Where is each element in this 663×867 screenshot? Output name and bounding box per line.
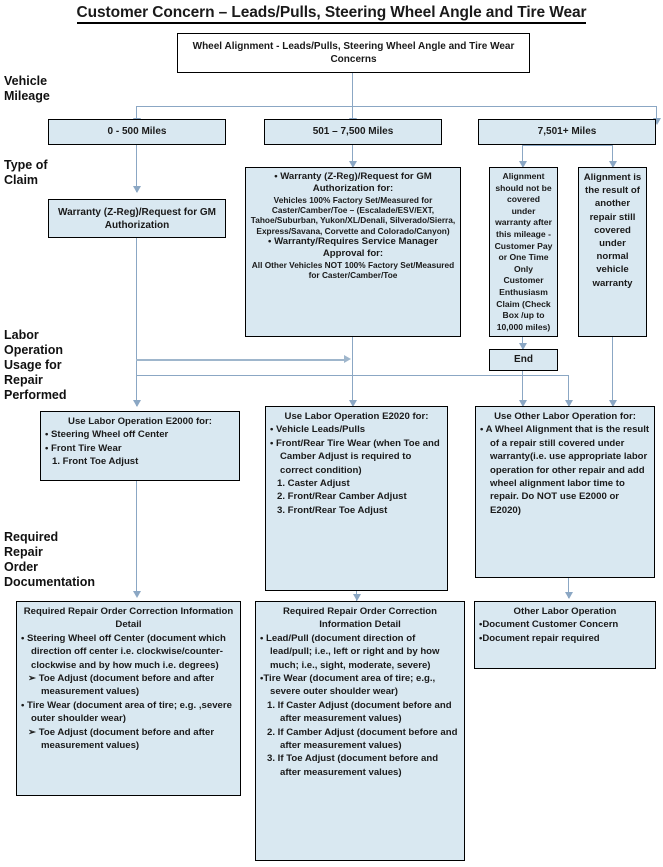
labor-box-e2020[interactable]: Use Labor Operation E2020 for: • Vehicle… <box>265 406 448 591</box>
connector-other-to-doc <box>568 578 569 598</box>
labor-e2000-heading: Use Labor Operation E2000 for: <box>68 416 212 427</box>
connector-left-trunk <box>136 238 137 406</box>
doc-left-heading: Required Repair Order Correction Informa… <box>23 606 234 631</box>
connector-mid-to-e2020 <box>352 337 353 406</box>
start-box-text: Wheel Alignment - Leads/Pulls, Steering … <box>192 41 515 65</box>
connector-mileage-bus <box>136 106 656 107</box>
connector-high-bus <box>522 145 612 146</box>
end-label: End <box>514 354 533 366</box>
doc-left-item-0: • Steering Wheel off Center (document wh… <box>21 632 226 671</box>
connector-low-to-claim <box>136 145 137 192</box>
arrowhead-to-high <box>653 118 661 125</box>
labor-box-e2000[interactable]: Use Labor Operation E2000 for: • Steerin… <box>40 411 240 481</box>
labor-box-other[interactable]: Use Other Labor Operation for: • A Wheel… <box>475 406 655 578</box>
arrowhead-e2020-down <box>349 400 357 407</box>
labor-other-heading: Use Other Labor Operation for: <box>494 411 636 422</box>
claim-low-text: Warranty (Z-Reg)/Request for GM Authoriz… <box>58 206 216 231</box>
page-title-text: Customer Concern – Leads/Pulls, Steering… <box>76 4 587 24</box>
arrowhead-high-b <box>609 161 617 168</box>
claim-high-b-text: Alignment is the result of another repai… <box>583 172 642 289</box>
claim-high-a-text: Alignment should not be covered under wa… <box>494 171 553 332</box>
doc-left-item-1: ➢ Toe Adjust (document before and after … <box>28 673 215 698</box>
row-label-required-documentation: Required Repair Order Documentation <box>4 530 95 589</box>
claim-mid-detail1: Vehicles 100% Factory Set/Measured for C… <box>250 194 456 236</box>
claim-box-low[interactable]: Warranty (Z-Reg)/Request for GM Authoriz… <box>48 199 226 238</box>
connector-highb-to-other <box>612 337 613 406</box>
doc-mid-item-3: 2. If Camber Adjust (document before and… <box>267 726 458 752</box>
arrowhead-doc-left <box>133 591 141 598</box>
connector-end-to-other <box>522 371 523 406</box>
end-box[interactable]: End <box>489 349 558 371</box>
row-label-vehicle-mileage: Vehicle Mileage <box>4 74 50 103</box>
connector-high-to-a <box>522 145 523 167</box>
doc-left-item-3: ➢ Toe Adjust (document before and after … <box>28 726 215 752</box>
claim-box-high-a[interactable]: Alignment should not be covered under wa… <box>489 167 558 337</box>
claim-box-high-b[interactable]: Alignment is the result of another repai… <box>578 167 647 337</box>
labor-e2020-item-0: • Vehicle Leads/Pulls <box>270 424 366 436</box>
labor-e2020-item-2: 1. Caster Adjust <box>277 478 350 490</box>
arrowhead-doc-mid <box>353 594 361 601</box>
doc-right-item-0: •Document Customer Concern <box>479 619 619 631</box>
doc-right-heading: Other Labor Operation <box>513 606 617 617</box>
labor-e2000-item-0: • Steering Wheel off Center <box>45 429 169 441</box>
connector-e2000-to-doc <box>136 481 137 596</box>
mileage-low-label: 0 - 500 Miles <box>107 126 167 138</box>
claim-mid-detail2: All Other Vehicles NOT 100% Factory Set/… <box>251 259 455 281</box>
labor-e2020-item-1: • Front/Rear Tire Wear (when Toe and Cam… <box>270 437 440 476</box>
mileage-high-label: 7,501+ Miles <box>537 126 597 138</box>
arrowhead-other-b <box>519 400 527 407</box>
doc-right-item-1: •Document repair required <box>479 632 600 644</box>
doc-mid-item-0: • Lead/Pull (document direction of lead/… <box>260 632 440 671</box>
arrowhead-mid-claim <box>349 161 357 168</box>
arrowhead-high-a <box>519 161 527 168</box>
connector-left-to-e2020 <box>136 359 344 361</box>
mileage-box-mid[interactable]: 501 – 7,500 Miles <box>264 119 442 145</box>
doc-mid-item-1: •Tire Wear (document area of tire; e.g.,… <box>260 673 436 698</box>
mileage-box-low[interactable]: 0 - 500 Miles <box>48 119 226 145</box>
arrowhead-e2000 <box>133 400 141 407</box>
doc-mid-heading: Required Repair Order Correction Informa… <box>282 606 438 631</box>
claim-box-mid[interactable]: • Warranty (Z-Reg)/Request for GM Author… <box>245 167 461 337</box>
start-box: Wheel Alignment - Leads/Pulls, Steering … <box>177 33 530 73</box>
doc-box-right[interactable]: Other Labor Operation •Document Customer… <box>474 601 656 669</box>
connector-mid-to-claim <box>352 145 353 167</box>
arrowhead-low-claim <box>133 186 141 193</box>
doc-box-middle[interactable]: Required Repair Order Correction Informa… <box>255 601 465 861</box>
arrowhead-end <box>519 343 527 350</box>
connector-to-mid <box>352 106 353 120</box>
labor-e2020-heading: Use Labor Operation E2020 for: <box>284 411 429 422</box>
mileage-box-high[interactable]: 7,501+ Miles <box>478 119 656 145</box>
connector-start-down <box>352 73 353 106</box>
arrowhead-doc-right <box>565 592 573 599</box>
connector-to-low <box>136 106 137 120</box>
connector-to-high <box>656 106 657 120</box>
arrowhead-other-c <box>609 400 617 407</box>
labor-other-item-0: • A Wheel Alignment that is the result o… <box>480 424 650 516</box>
mileage-mid-label: 501 – 7,500 Miles <box>312 126 394 138</box>
labor-e2000-item-2: 1. Front Toe Adjust <box>52 456 139 468</box>
doc-box-left[interactable]: Required Repair Order Correction Informa… <box>16 601 241 796</box>
connector-high-to-b <box>612 145 613 167</box>
labor-e2020-item-4: 3. Front/Rear Toe Adjust <box>277 504 388 516</box>
doc-mid-item-2: 1. If Caster Adjust (document before and… <box>267 699 452 725</box>
page-title: Customer Concern – Leads/Pulls, Steering… <box>0 4 663 24</box>
connector-other-drop <box>568 375 569 406</box>
arrowhead-left-e2020 <box>344 355 351 363</box>
claim-mid-bullet2: • Warranty/Requires Service Manager Appr… <box>268 236 438 260</box>
labor-e2020-item-3: 2. Front/Rear Camber Adjust <box>277 491 407 503</box>
arrowhead-other-a <box>565 400 573 407</box>
row-label-labor-operation: Labor Operation Usage for Repair Perform… <box>4 328 67 402</box>
doc-mid-item-4: 3. If Toe Adjust (document before and af… <box>267 753 439 778</box>
labor-e2000-item-1: • Front Tire Wear <box>45 442 122 454</box>
row-label-type-of-claim: Type of Claim <box>4 158 48 187</box>
doc-left-item-2: • Tire Wear (document area of tire; e.g.… <box>21 699 232 725</box>
claim-mid-bullet1: • Warranty (Z-Reg)/Request for GM Author… <box>274 171 432 194</box>
